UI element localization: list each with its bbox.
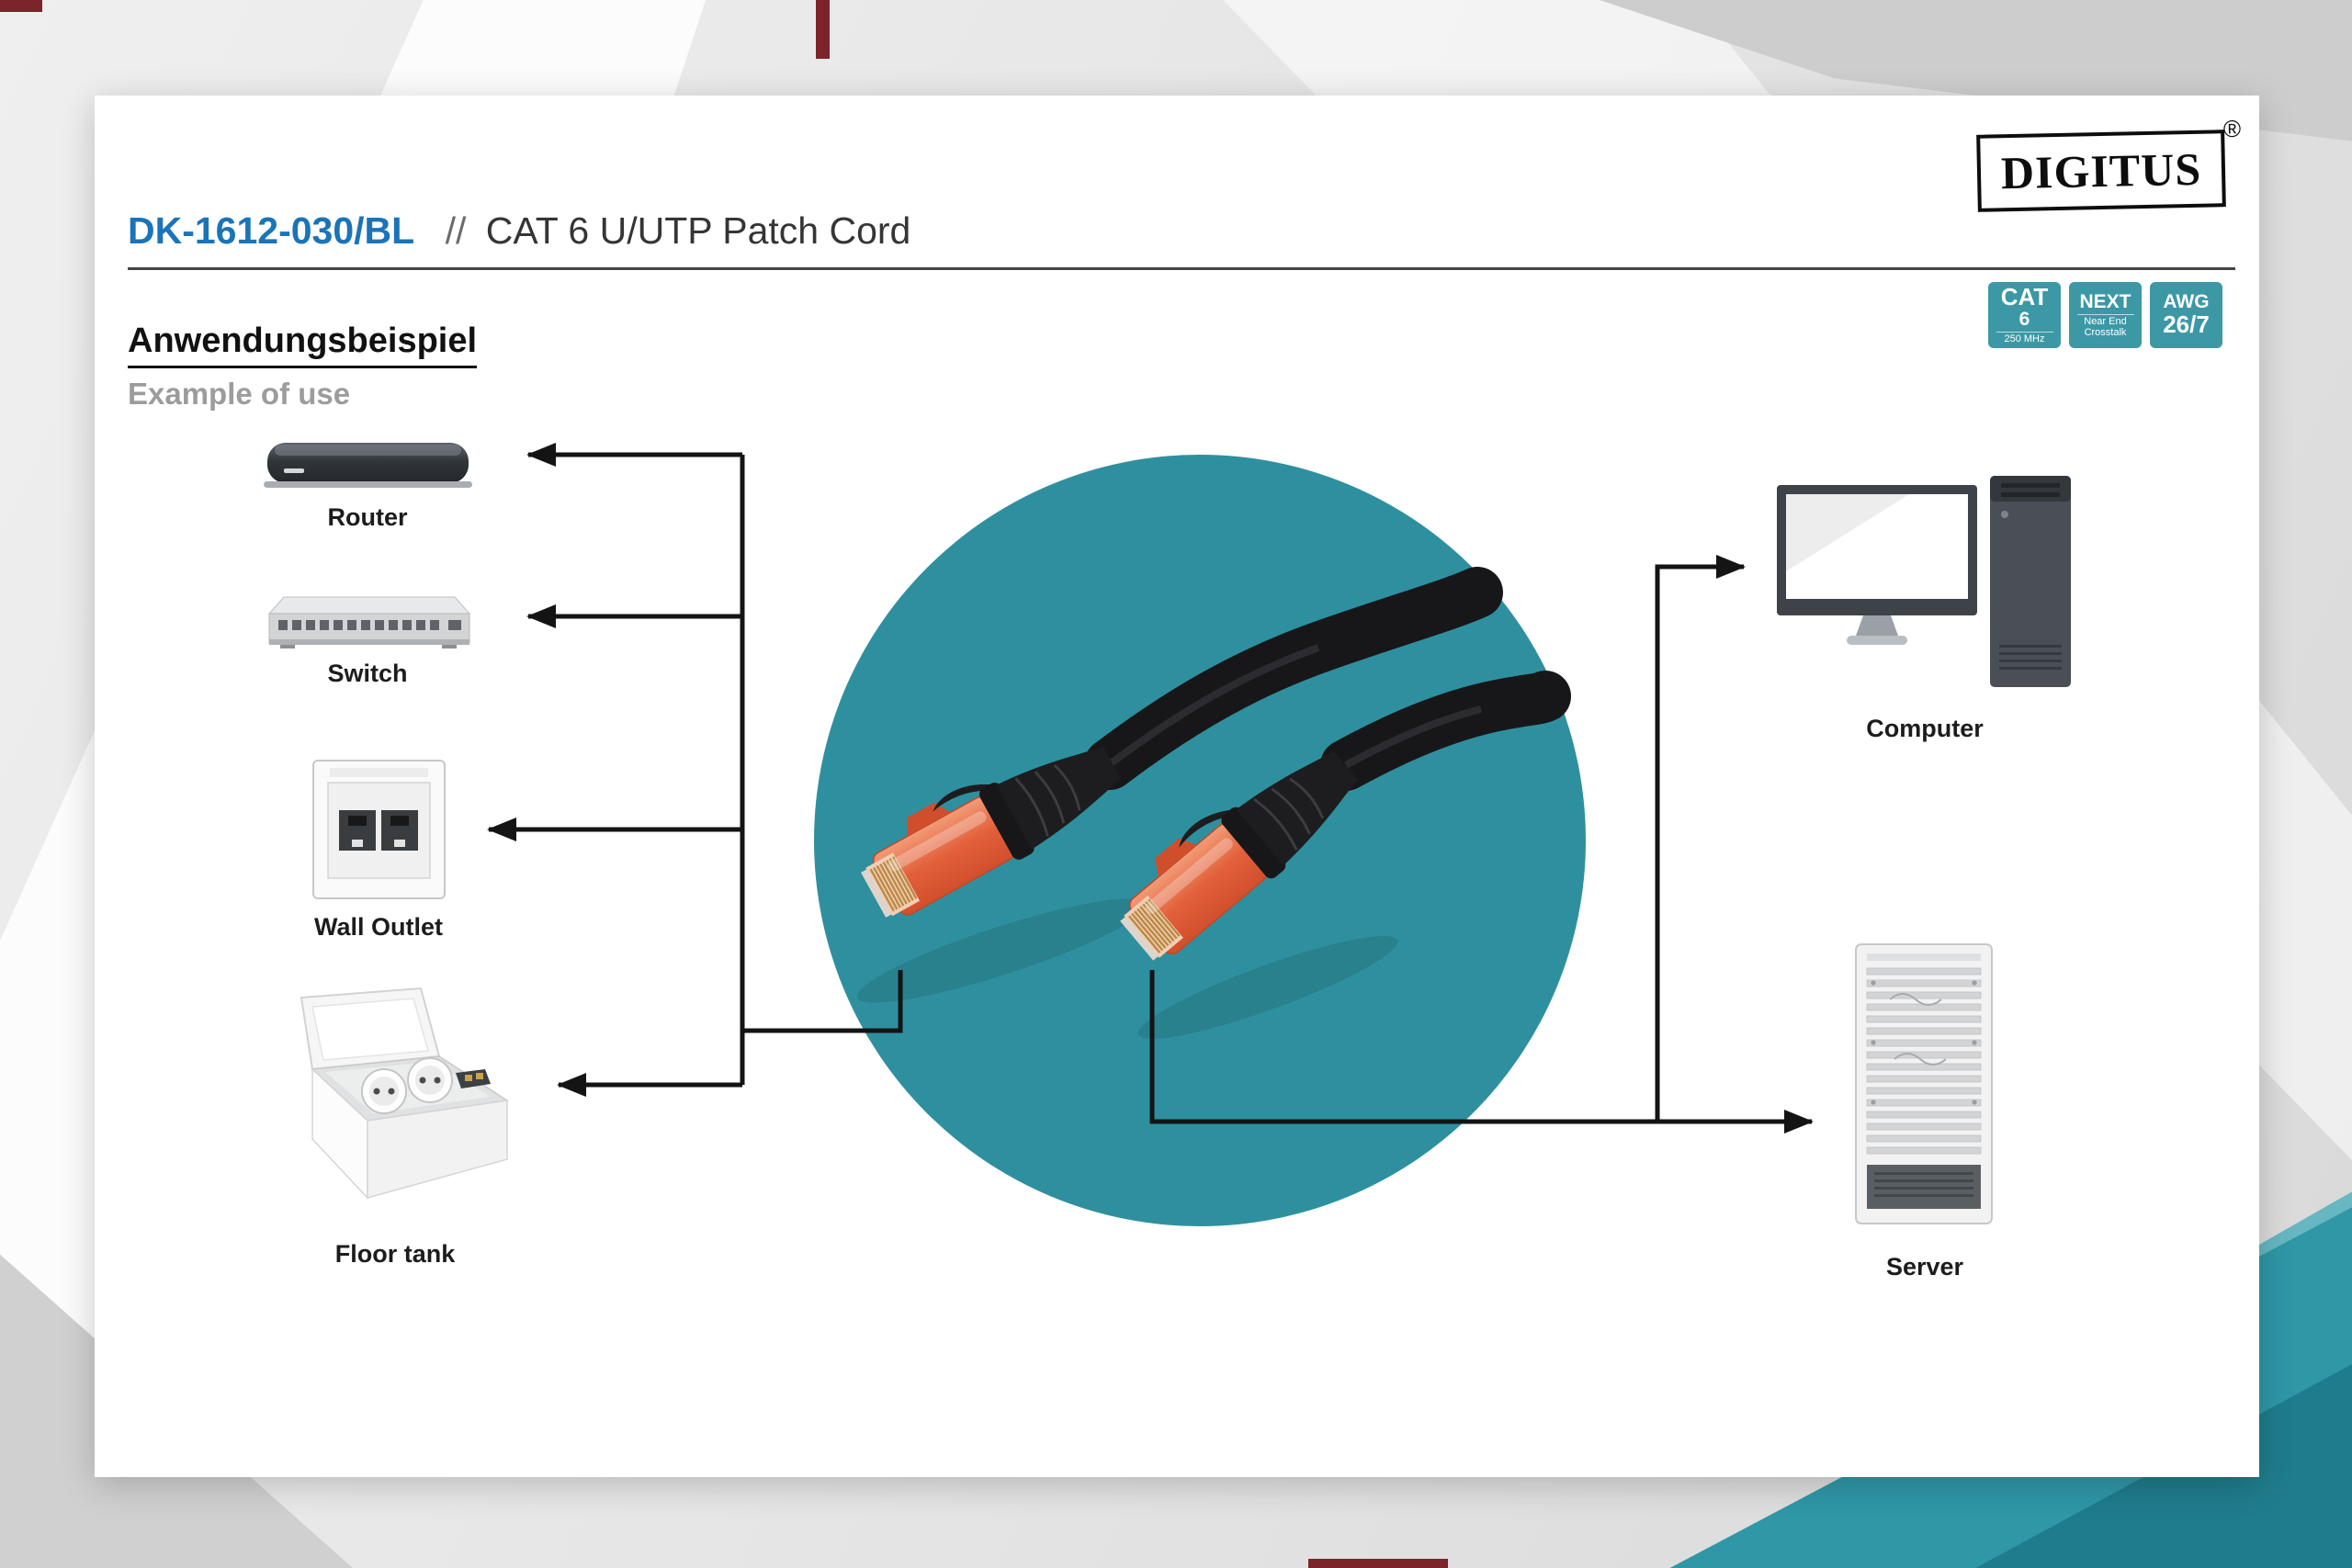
router-icon [264, 443, 472, 488]
maroon-accent-top-left [0, 0, 42, 12]
section-heading-en: Example of use [128, 377, 351, 411]
wall-outlet-icon [312, 760, 446, 899]
switch-label: Switch [327, 660, 408, 687]
maroon-accent-bottom [1308, 1559, 1448, 1568]
server-label: Server [1885, 1253, 1964, 1280]
section-heading-de: Anwendungsbeispiel [128, 321, 478, 368]
spec-badges: CAT 6 250 MHz NEXT Near End Crosstalk AW… [1988, 282, 2222, 348]
badge-next: NEXT Near End Crosstalk [2069, 282, 2142, 348]
title-divider [128, 267, 2235, 270]
computer-label: Computer [1866, 715, 1984, 742]
maroon-accent-top [816, 0, 830, 59]
product-code: DK-1612-030/BL [128, 209, 415, 252]
digitus-logo-text: DIGITUS [2000, 142, 2202, 199]
product-name: CAT 6 U/UTP Patch Cord [485, 209, 911, 252]
registered-mark: ® [2222, 114, 2242, 143]
router-label: Router [327, 503, 408, 531]
switch-icon [267, 596, 471, 649]
wall-outlet-label: Wall Outlet [314, 913, 443, 941]
badge-awg: AWG 26/7 [2150, 282, 2222, 348]
badge-next-line3: Crosstalk [2084, 326, 2127, 338]
computer-icon [1777, 476, 2071, 687]
badge-awg-value: 26/7 [2163, 310, 2210, 339]
title-separator: // [445, 209, 467, 252]
badge-cat6-top: CAT [2000, 283, 2049, 311]
floor-tank-label: Floor tank [334, 1240, 456, 1268]
badge-cat6: CAT 6 250 MHz [1988, 282, 2061, 348]
badge-awg-top: AWG [2163, 291, 2210, 313]
badge-next-line2: Near End [2076, 313, 2134, 328]
badge-cat6-mid: 6 [2018, 309, 2030, 331]
badge-next-top: NEXT [2079, 290, 2132, 312]
page-title: DK-1612-030/BL // CAT 6 U/UTP Patch Cord [128, 209, 910, 253]
floor-tank-icon [300, 987, 510, 1200]
digitus-logo: DIGITUS ® [1976, 115, 2241, 212]
badge-cat6-bottom: 250 MHz [1996, 332, 2053, 345]
server-icon [1855, 943, 1993, 1224]
patch-cord-photo [814, 455, 1586, 1226]
